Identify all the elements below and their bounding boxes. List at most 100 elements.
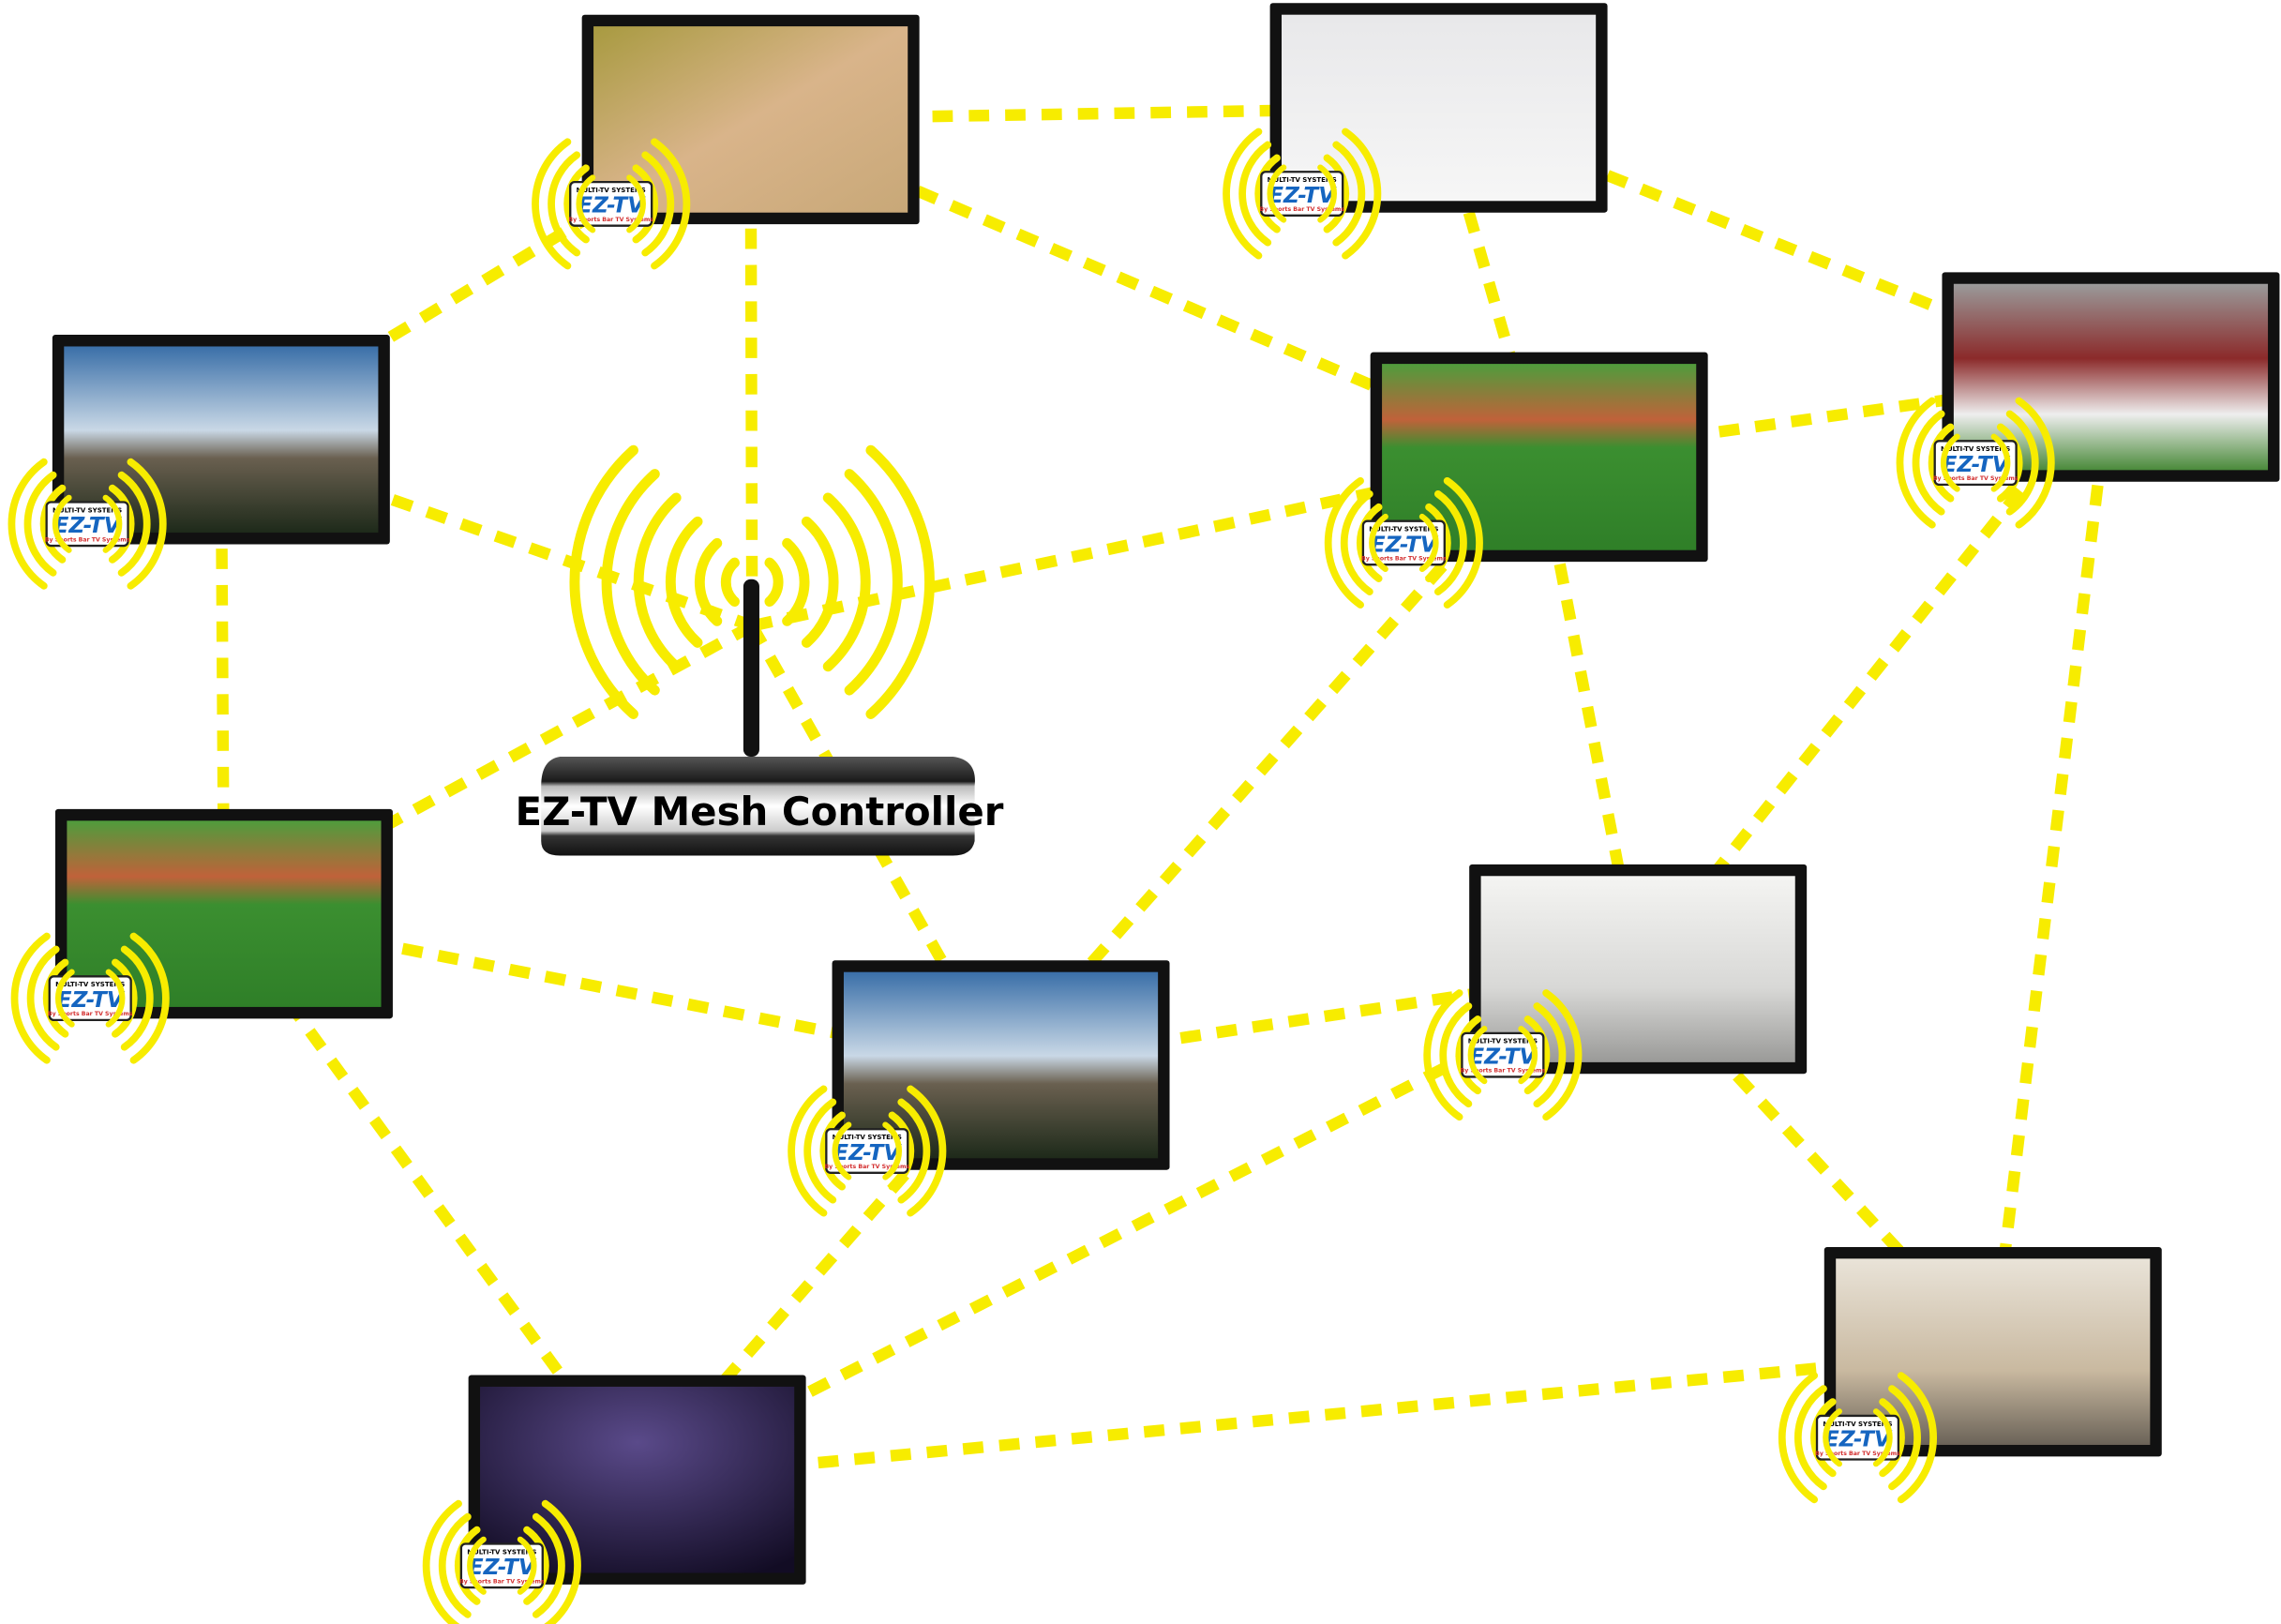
- tv-screen: [843, 971, 1159, 1159]
- signal-wave-icon: [1872, 1408, 1893, 1467]
- signal-wave-icon: [665, 516, 703, 648]
- signal-wave-icon: [129, 932, 170, 1064]
- signal-wave-icon: [1324, 476, 1364, 609]
- signal-wave-icon: [532, 138, 572, 270]
- signal-wave-icon: [720, 557, 740, 608]
- badge-top-text: MULTI-TV SYSTEMS: [577, 187, 646, 194]
- signal-wave-icon: [1990, 433, 2011, 492]
- controller-label: EZ-TV Mesh Controller: [516, 789, 1004, 835]
- signal-wave-icon: [105, 969, 126, 1028]
- signal-wave-icon: [641, 151, 675, 257]
- signal-wave-icon: [764, 557, 784, 608]
- ez-tv-logo: EZ-TV: [833, 1140, 902, 1165]
- signal-wave-icon: [1778, 1372, 1819, 1504]
- signal-wave-icon: [127, 458, 167, 590]
- ez-tv-logo: EZ-TV: [469, 1555, 537, 1580]
- tv-screen: [1282, 14, 1597, 202]
- badge-top-text: MULTI-TV SYSTEMS: [1369, 526, 1438, 534]
- router-icon: [541, 757, 975, 856]
- tv-screen: [1953, 283, 2269, 471]
- signal-wave-icon: [1425, 503, 1451, 582]
- badge-top-text: MULTI-TV SYSTEMS: [53, 506, 122, 514]
- signal-wave-icon: [1896, 397, 1936, 529]
- mesh-link: [220, 620, 756, 920]
- badge-bottom-text: By Sports Bar TV Systems: [48, 1011, 133, 1017]
- signal-wave-icon: [548, 151, 581, 257]
- wifi-signal-icon: [569, 444, 935, 719]
- ez-tv-logo: EZ-TV: [57, 987, 126, 1013]
- signal-wave-icon: [1369, 513, 1388, 573]
- mesh-link: [746, 623, 1006, 1069]
- badge-top-text: MULTI-TV SYSTEMS: [1468, 1038, 1538, 1045]
- signal-wave-icon: [532, 1512, 565, 1618]
- signal-wave-icon: [907, 1085, 947, 1217]
- signal-wave-icon: [819, 1111, 846, 1191]
- signal-wave-icon: [888, 1111, 915, 1191]
- signal-wave-icon: [1542, 989, 1583, 1121]
- signal-wave-icon: [882, 1121, 903, 1180]
- signal-wave-icon: [2005, 410, 2039, 516]
- signal-wave-icon: [1223, 128, 1263, 260]
- signal-wave-icon: [865, 444, 935, 719]
- signal-wave-icon: [1823, 1408, 1842, 1467]
- signal-wave-icon: [523, 1526, 549, 1605]
- signal-wave-icon: [1423, 989, 1463, 1121]
- signal-wave-icon: [576, 174, 596, 233]
- tv-screen: [1480, 876, 1795, 1062]
- signal-wave-icon: [1356, 503, 1383, 582]
- signal-wave-icon: [54, 969, 75, 1028]
- signal-wave-icon: [102, 494, 123, 553]
- signal-wave-icon: [651, 138, 691, 270]
- badge-bottom-text: By Sports Bar TV Systems: [824, 1164, 909, 1170]
- signal-wave-icon: [1443, 476, 1483, 609]
- signal-wave-icon: [1455, 1015, 1482, 1095]
- signal-wave-icon: [788, 1085, 828, 1217]
- signal-wave-icon: [10, 932, 51, 1064]
- signal-wave-icon: [1342, 128, 1382, 260]
- badge-bottom-text: By Sports Bar TV Systems: [1933, 475, 2018, 482]
- signal-wave-icon: [1928, 423, 1955, 503]
- badge-top-text: MULTI-TV SYSTEMS: [833, 1134, 902, 1141]
- badge-bottom-text: By Sports Bar TV Systems: [45, 536, 130, 543]
- signal-wave-icon: [1254, 154, 1281, 233]
- signal-wave-icon: [1467, 1026, 1488, 1085]
- signal-wave-icon: [1879, 1398, 1905, 1478]
- signal-wave-icon: [422, 1499, 462, 1624]
- signal-wave-icon: [454, 1526, 481, 1605]
- antenna-icon: [743, 579, 759, 758]
- signal-wave-icon: [1418, 513, 1439, 573]
- signal-wave-icon: [1940, 433, 1960, 492]
- signal-wave-icon: [832, 1121, 852, 1180]
- badge-bottom-text: By Sports Bar TV Systems: [1259, 206, 1344, 213]
- signal-wave-icon: [1888, 1385, 1921, 1491]
- signal-wave-icon: [1238, 141, 1272, 247]
- signal-wave-icon: [26, 945, 60, 1051]
- signal-wave-icon: [1332, 141, 1366, 247]
- ez-tv-logo: EZ-TV: [1268, 183, 1337, 208]
- signal-wave-icon: [1267, 164, 1287, 223]
- signal-wave-icon: [601, 469, 660, 696]
- signal-wave-icon: [117, 471, 151, 577]
- signal-wave-icon: [1433, 489, 1467, 595]
- ez-tv-logo: EZ-TV: [1824, 1427, 1893, 1452]
- signal-wave-icon: [438, 1512, 472, 1618]
